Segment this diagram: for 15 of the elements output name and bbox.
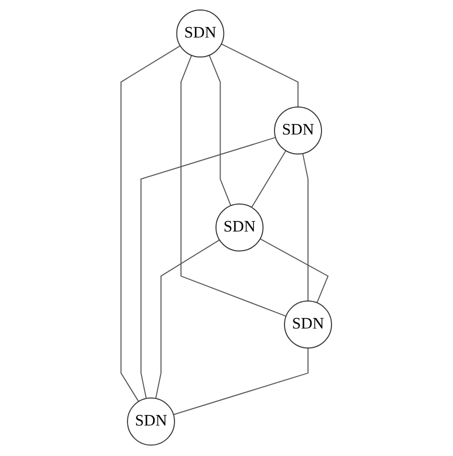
connector [260, 238, 329, 304]
connector [302, 154, 309, 302]
connector [221, 44, 299, 108]
node-circle: SDN [274, 106, 322, 155]
connector [180, 55, 287, 318]
node-circle: SDN [176, 10, 224, 58]
connector [155, 240, 220, 400]
connector [120, 46, 181, 403]
node-circle: SDN [127, 398, 176, 446]
connector [173, 348, 309, 416]
connector [251, 150, 287, 208]
connector [140, 137, 276, 400]
node-circle: SDN [216, 204, 264, 252]
connector [208, 55, 232, 207]
node-circle: SDN [284, 301, 332, 350]
